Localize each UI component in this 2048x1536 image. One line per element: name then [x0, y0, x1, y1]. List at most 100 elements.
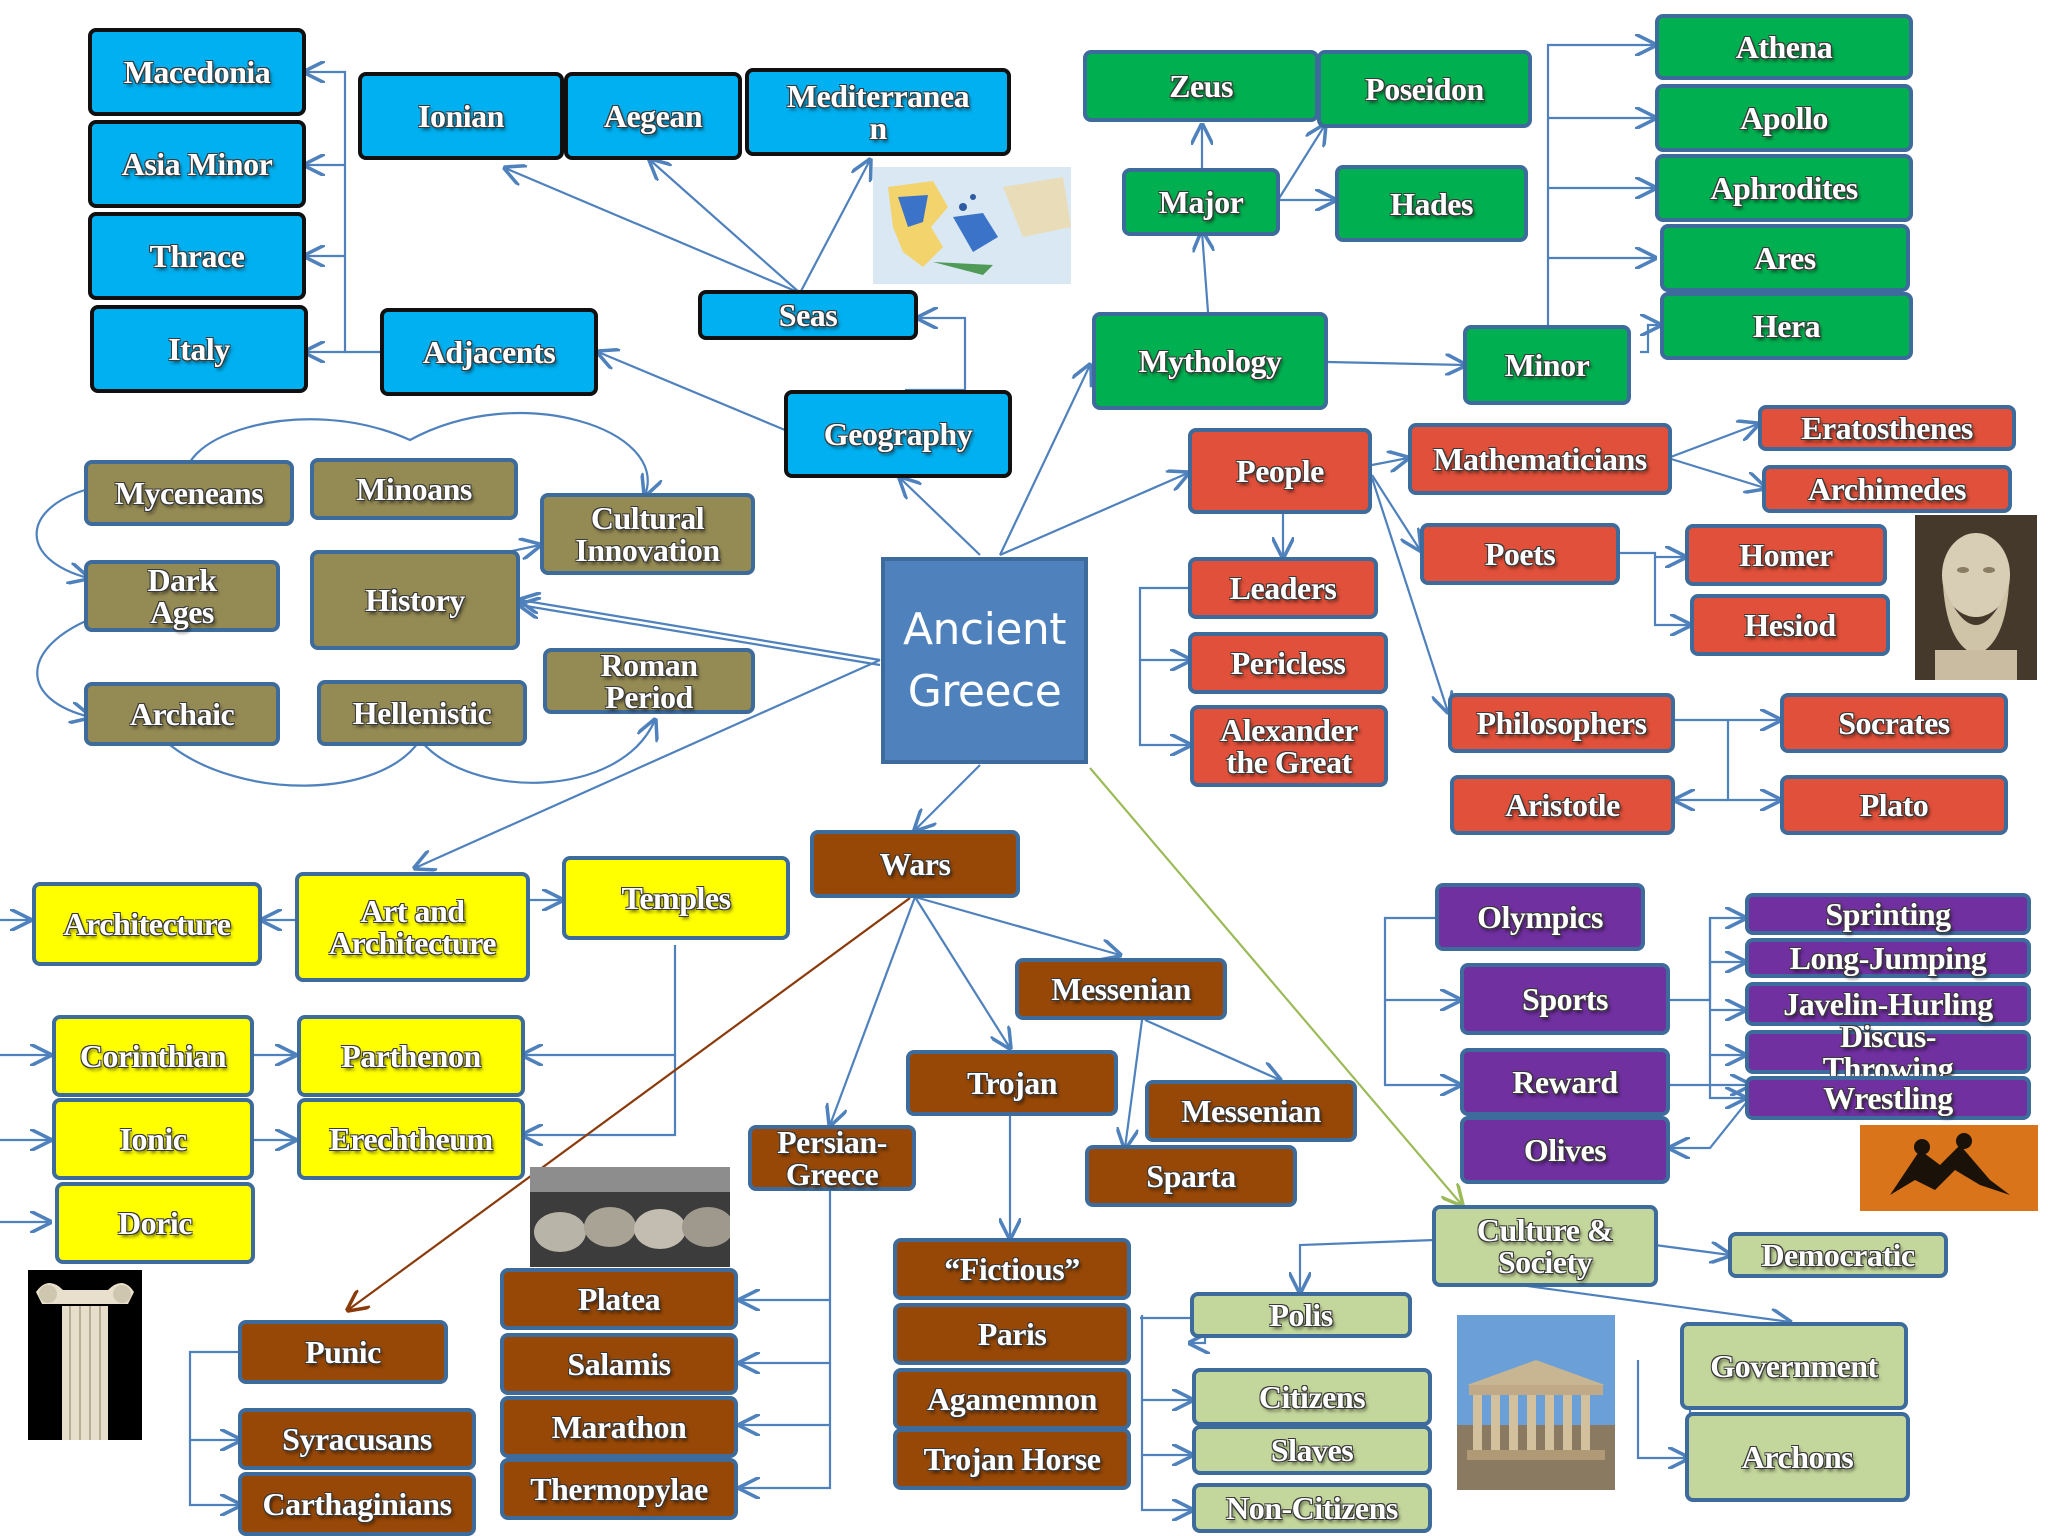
messenian-node[interactable]: Messenian — [1015, 958, 1227, 1020]
polis-non-citizens[interactable]: Non-Citizens — [1192, 1483, 1432, 1533]
god-poseidon[interactable]: Poseidon — [1317, 50, 1532, 128]
sea-mediterranean[interactable]: Mediterranean — [745, 68, 1011, 156]
polis-slaves[interactable]: Slaves — [1192, 1425, 1432, 1475]
adjacent-macedonia[interactable]: Macedonia — [88, 28, 306, 116]
poets-node[interactable]: Poets — [1420, 523, 1620, 585]
people-node[interactable]: People — [1188, 428, 1372, 514]
history-label: History — [365, 582, 465, 618]
poet-hesiod[interactable]: Hesiod — [1690, 594, 1890, 656]
polis-citizens[interactable]: Citizens — [1192, 1368, 1432, 1426]
olives-node[interactable]: Olives — [1460, 1116, 1670, 1184]
culture-node[interactable]: Culture & Society — [1432, 1205, 1658, 1287]
period-dark-ages[interactable]: Dark Ages — [84, 560, 280, 632]
god-zeus[interactable]: Zeus — [1083, 50, 1319, 122]
sport-long-jumping[interactable]: Long-Jumping — [1745, 938, 2031, 978]
temples-node[interactable]: Temples — [562, 856, 790, 940]
mythology-node[interactable]: Mythology — [1092, 312, 1328, 410]
trojan-agamemnon[interactable]: Agamemnon — [893, 1368, 1131, 1430]
period-archaic[interactable]: Archaic — [84, 682, 280, 746]
adjacent-italy[interactable]: Italy — [90, 305, 308, 393]
period-minoans[interactable]: Minoans — [310, 458, 518, 520]
sea-ionian[interactable]: Ionian — [358, 72, 564, 160]
major-node[interactable]: Major — [1122, 168, 1280, 236]
building-erechtheum[interactable]: Erechtheum — [297, 1098, 525, 1180]
god-athena[interactable]: Athena — [1655, 14, 1913, 80]
architecture-node[interactable]: Architecture — [32, 882, 262, 966]
order-doric[interactable]: Doric — [55, 1182, 255, 1264]
persian-platea[interactable]: Platea — [500, 1268, 738, 1330]
period-archaic-label: Archaic — [129, 696, 235, 732]
leader-pericless[interactable]: Pericless — [1188, 632, 1388, 694]
leader-alexander[interactable]: Alexander the Great — [1190, 705, 1388, 787]
adjacent-thrace[interactable]: Thrace — [88, 212, 306, 300]
adjacent-macedonia-label: Macedonia — [123, 54, 271, 90]
period-hellenistic[interactable]: Hellenistic — [317, 680, 527, 746]
punic-node[interactable]: Punic — [238, 1320, 448, 1384]
order-corinthian[interactable]: Corinthian — [52, 1015, 254, 1097]
trojan-paris[interactable]: Paris — [893, 1303, 1131, 1365]
mathematicians-node[interactable]: Mathematicians — [1408, 423, 1672, 495]
archons-node[interactable]: Archons — [1685, 1412, 1910, 1502]
trojan-fictious[interactable]: “Fictious” — [893, 1238, 1131, 1300]
sport-sprinting-label: Sprinting — [1825, 896, 1951, 932]
democratic-node[interactable]: Democratic — [1728, 1232, 1948, 1278]
order-ionic[interactable]: Ionic — [52, 1098, 254, 1180]
persian-salamis[interactable]: Salamis — [500, 1333, 738, 1395]
seas-node[interactable]: Seas — [698, 290, 918, 340]
god-hades[interactable]: Hades — [1335, 165, 1528, 242]
polis-node[interactable]: Polis — [1190, 1292, 1412, 1338]
sport-javelin[interactable]: Javelin-Hurling — [1745, 982, 2031, 1026]
punic-syracusans[interactable]: Syracusans — [238, 1408, 476, 1470]
messenian-sub[interactable]: Messenian — [1145, 1080, 1357, 1142]
adjacent-asia-minor[interactable]: Asia Minor — [88, 120, 306, 208]
history-node[interactable]: History — [310, 550, 520, 650]
leaders-node[interactable]: Leaders — [1188, 557, 1378, 619]
spartan-shields-image — [530, 1167, 734, 1267]
philosopher-plato[interactable]: Plato — [1780, 775, 2008, 835]
god-hera[interactable]: Hera — [1660, 292, 1913, 360]
geography-node[interactable]: Geography — [784, 390, 1012, 478]
punic-carthaginians[interactable]: Carthaginians — [238, 1472, 476, 1536]
sport-discus[interactable]: Discus-Throwing — [1745, 1020, 2031, 1084]
government-node[interactable]: Government — [1680, 1322, 1908, 1410]
reward-node[interactable]: Reward — [1460, 1048, 1670, 1116]
minor-node[interactable]: Minor — [1463, 325, 1631, 405]
punic-carthaginians-label: Carthaginians — [262, 1486, 452, 1522]
wars-node[interactable]: Wars — [810, 830, 1020, 898]
reward-label: Reward — [1512, 1064, 1618, 1100]
center-topic[interactable]: Ancient Greece — [881, 557, 1088, 764]
persian-marathon[interactable]: Marathon — [500, 1396, 738, 1458]
period-roman[interactable]: Roman Period — [543, 648, 755, 714]
math-archimedes[interactable]: Archimedes — [1762, 465, 2012, 513]
sea-aegean[interactable]: Aegean — [564, 72, 742, 160]
sport-wrestling[interactable]: Wrestling — [1745, 1076, 2031, 1120]
persian-thermopylae[interactable]: Thermopylae — [500, 1458, 738, 1520]
sparta-node[interactable]: Sparta — [1085, 1145, 1297, 1207]
culture-label: Culture & Society — [1476, 1212, 1614, 1280]
persian-node[interactable]: Persian-Greece — [748, 1125, 916, 1191]
olympics-node[interactable]: Olympics — [1435, 883, 1645, 951]
god-apollo[interactable]: Apollo — [1655, 84, 1913, 152]
sea-aegean-label: Aegean — [603, 98, 703, 134]
philosophers-node[interactable]: Philosophers — [1448, 693, 1675, 753]
adjacents-node[interactable]: Adjacents — [380, 308, 598, 396]
sports-node[interactable]: Sports — [1460, 963, 1670, 1035]
period-cultural-innovation[interactable]: Cultural Innovation — [540, 493, 755, 575]
poet-homer[interactable]: Homer — [1685, 524, 1887, 586]
temples-label: Temples — [621, 880, 731, 916]
god-zeus-label: Zeus — [1169, 68, 1233, 104]
math-eratosthenes[interactable]: Eratosthenes — [1758, 405, 2016, 451]
sport-sprinting[interactable]: Sprinting — [1745, 893, 2031, 935]
philosopher-socrates[interactable]: Socrates — [1780, 693, 2008, 753]
building-parthenon[interactable]: Parthenon — [297, 1015, 525, 1097]
trojan-node[interactable]: Trojan — [906, 1050, 1118, 1116]
polis-citizens-label: Citizens — [1258, 1379, 1366, 1415]
god-ares[interactable]: Ares — [1660, 224, 1910, 292]
philosopher-aristotle[interactable]: Aristotle — [1450, 775, 1675, 835]
art-architecture-node[interactable]: Art and Architecture — [295, 872, 530, 982]
trojan-fictious-label: “Fictious” — [944, 1251, 1080, 1287]
persian-label: Persian-Greece — [777, 1124, 887, 1192]
god-aphrodites[interactable]: Aphrodites — [1655, 154, 1913, 222]
period-myceneans[interactable]: Myceneans — [84, 460, 294, 526]
trojan-horse[interactable]: Trojan Horse — [893, 1428, 1131, 1490]
